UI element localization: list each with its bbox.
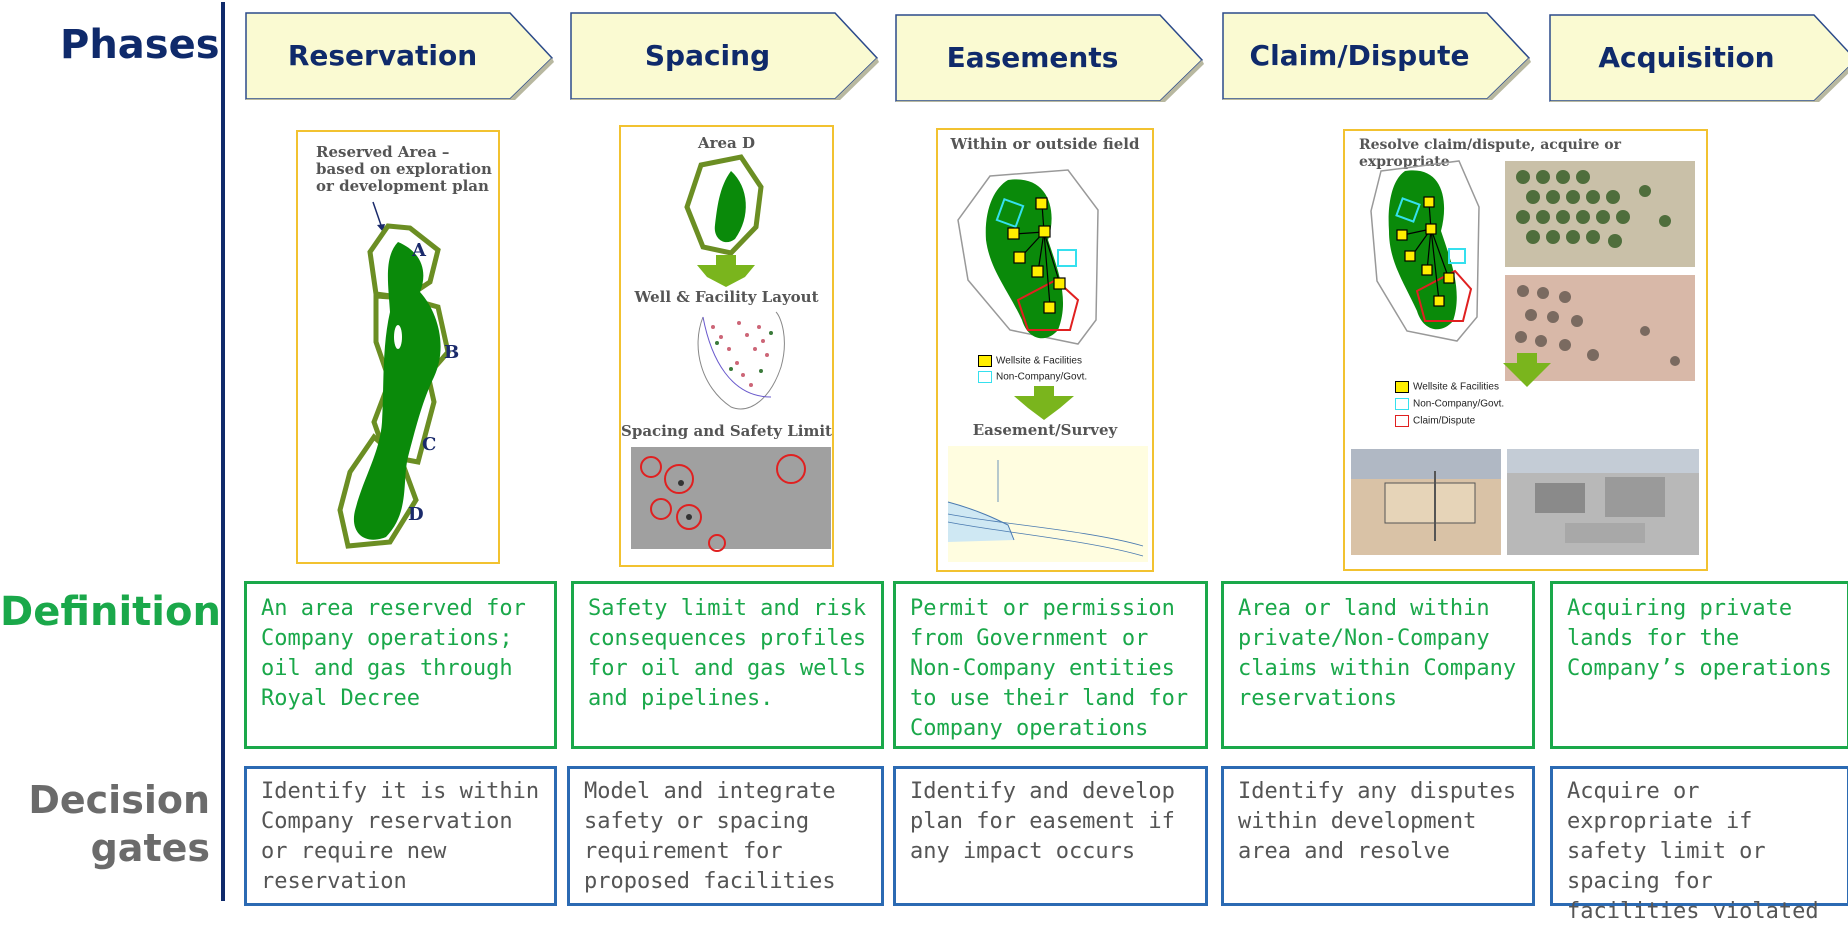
claim-graphics xyxy=(1351,160,1699,555)
spacing-panel: Area D Well & Facility Layout Spacing an… xyxy=(619,125,834,567)
easements-subtitle: Easement/Survey xyxy=(972,421,1118,439)
legend-label: Non-Company/Govt. xyxy=(1413,398,1505,410)
decision-label-line1: Decision xyxy=(28,778,210,822)
decision-gate-acquisition: Acquire or expropriate if safety limit o… xyxy=(1550,766,1848,924)
legend-label: Claim/Dispute xyxy=(1413,415,1476,427)
definition-easements: Permit or permission from Government or … xyxy=(893,581,1208,749)
legend-label: Wellsite & Facilities xyxy=(1413,381,1499,393)
claim-legend-dispute: Claim/Dispute xyxy=(1395,415,1475,427)
reservation-panel-title: Reserved Area – based on exploration or … xyxy=(316,143,492,195)
chevron-shape xyxy=(245,12,554,102)
cyan-square-icon xyxy=(978,371,992,383)
yellow-square-icon xyxy=(978,355,992,367)
area-label-a: A xyxy=(412,240,426,261)
decision-label-line2: gates xyxy=(90,826,210,870)
spacing-title-safety: Spacing and Safety Limit xyxy=(621,422,832,440)
reserved-area-map xyxy=(337,201,451,549)
vertical-divider xyxy=(221,2,225,901)
definition-row-label: Definition xyxy=(0,589,221,635)
claim-panel-title: Resolve claim/dispute, acquire or exprop… xyxy=(1359,137,1621,170)
easements-title: Within or outside field xyxy=(950,135,1140,153)
phase-label: Reservation xyxy=(287,38,478,72)
phase-chevron-spacing: Spacing xyxy=(570,10,880,102)
red-square-icon xyxy=(1395,415,1409,427)
area-label-c: C xyxy=(422,434,437,455)
cyan-square-icon xyxy=(1395,398,1409,410)
phase-chevron-claim-dispute: Claim/Dispute xyxy=(1222,10,1532,102)
phase-label: Spacing xyxy=(644,38,771,72)
definition-acquisition: Acquiring private lands for the Company’… xyxy=(1550,581,1848,749)
well-scatter xyxy=(711,321,769,387)
spacing-title-area-d: Area D xyxy=(697,134,756,152)
chevron-shape xyxy=(895,14,1204,104)
claim-legend-wellsite: Wellsite & Facilities xyxy=(1395,381,1499,393)
reservation-map-panel: Reserved Area – based on exploration or … xyxy=(296,130,500,564)
yellow-square-icon xyxy=(1395,381,1409,393)
decision-gate-reservation: Identify it is within Company reservatio… xyxy=(244,766,557,906)
easements-legend-wellsite: Wellsite & Facilities xyxy=(978,355,1082,367)
easements-panel: Within or outside field Wellsite & Facil… xyxy=(936,128,1154,572)
area-label-b: B xyxy=(444,342,460,363)
chevron-shape xyxy=(1549,14,1848,104)
decision-gate-easements: Identify and develop plan for easement i… xyxy=(893,766,1208,906)
decision-gate-spacing: Model and integrate safety or spacing re… xyxy=(567,766,884,906)
definition-reservation: An area reserved for Company operations;… xyxy=(244,581,557,749)
phase-label: Easements xyxy=(946,40,1119,74)
phase-label: Claim/Dispute xyxy=(1249,38,1470,72)
legend-label: Wellsite & Facilities xyxy=(996,355,1082,367)
phases-row-label: Phases xyxy=(60,22,220,68)
decision-gates-row-label: Decision gates xyxy=(20,776,210,872)
easements-legend-noncompany: Non-Company/Govt. xyxy=(978,371,1087,383)
phase-chevron-easements: Easements xyxy=(895,12,1205,104)
legend-label: Non-Company/Govt. xyxy=(996,371,1088,383)
definition-spacing: Safety limit and risk consequences profi… xyxy=(571,581,884,749)
spacing-title-layout: Well & Facility Layout xyxy=(634,288,819,306)
phase-label: Acquisition xyxy=(1598,40,1775,74)
definition-claim-dispute: Area or land within private/Non-Company … xyxy=(1221,581,1535,749)
claim-legend-noncompany: Non-Company/Govt. xyxy=(1395,398,1504,410)
easements-map xyxy=(947,169,1148,562)
chevron-shape xyxy=(1222,12,1531,102)
phase-chevron-reservation: Reservation xyxy=(245,10,555,102)
area-label-d: D xyxy=(408,504,424,525)
chevron-shape xyxy=(570,12,879,102)
spacing-graphics xyxy=(631,154,831,552)
decision-gate-claim-dispute: Identify any disputes within development… xyxy=(1221,766,1535,906)
claim-dispute-panel: Resolve claim/dispute, acquire or exprop… xyxy=(1343,129,1708,571)
phase-chevron-acquisition: Acquisition xyxy=(1549,12,1848,104)
